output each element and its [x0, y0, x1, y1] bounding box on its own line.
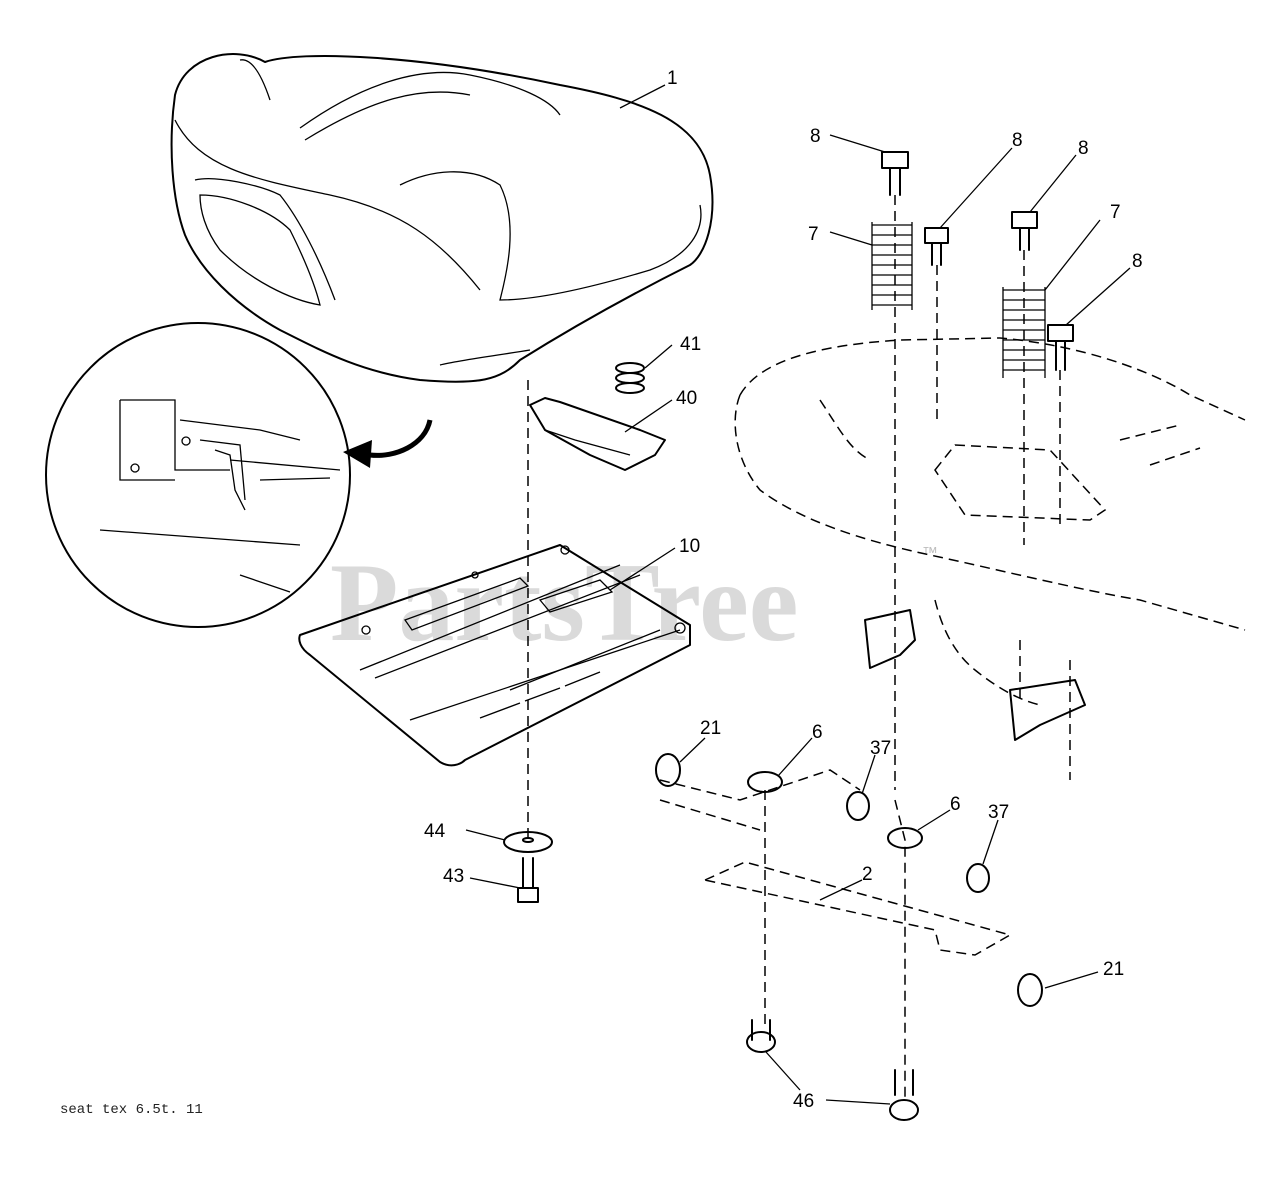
callout-7-a: 7 — [808, 224, 819, 245]
callout-21-a: 21 — [700, 718, 721, 739]
watermark-trademark: ™ — [922, 545, 938, 562]
bushing-part-37-a — [846, 791, 870, 821]
callout-2: 2 — [862, 864, 873, 885]
callout-8-b: 8 — [1012, 130, 1023, 151]
bolt-part-8-a — [881, 151, 909, 196]
bracket-part-40 — [529, 397, 666, 471]
bolt-part-46-b — [889, 1069, 919, 1121]
callout-7-b: 7 — [1110, 202, 1121, 223]
seat-frame-part-2 — [659, 769, 1012, 956]
drawing-code: seat tex 6.5t. 11 — [60, 1102, 203, 1118]
seat-pan-part-10 — [298, 544, 691, 767]
callout-41: 41 — [680, 334, 701, 355]
bolt-part-8-c — [1011, 211, 1038, 251]
watermark-text: PartsTree — [330, 541, 799, 665]
callout-8-d: 8 — [1132, 251, 1143, 272]
bolt-part-43 — [517, 857, 539, 903]
callouts: 1 8 8 8 8 7 7 41 40 10 21 6 37 6 37 2 21… — [424, 68, 1143, 1112]
callout-40: 40 — [676, 388, 697, 409]
fender-outline — [734, 337, 1246, 631]
callout-44: 44 — [424, 821, 446, 842]
callout-10: 10 — [679, 536, 700, 557]
callout-8-c: 8 — [1078, 138, 1089, 159]
callout-37-a: 37 — [870, 738, 891, 759]
mount-bracket — [864, 599, 1086, 741]
seat-part — [170, 53, 714, 383]
bushing-part-37-b — [966, 863, 990, 893]
bolt-part-46-a — [746, 1019, 776, 1053]
pivot-part-21-a — [655, 753, 681, 787]
callout-6-b: 6 — [950, 794, 961, 815]
leader-lines — [465, 84, 1131, 1105]
callout-46: 46 — [793, 1091, 814, 1112]
bolt-part-8-d — [1047, 324, 1074, 371]
callout-1: 1 — [667, 68, 678, 89]
pivot-part-21-b — [1017, 973, 1043, 1007]
bolt-part-8-b — [924, 227, 949, 266]
callout-21-b: 21 — [1103, 959, 1124, 980]
callout-37-b: 37 — [988, 802, 1009, 823]
curved-arrow-icon — [343, 419, 433, 468]
spring-part-41 — [615, 362, 645, 394]
callout-6-a: 6 — [812, 722, 823, 743]
latch-detail-inset — [45, 322, 351, 628]
assembly-lines — [527, 195, 1071, 1100]
callout-43: 43 — [443, 866, 464, 887]
bushing-part-6-a — [747, 771, 783, 793]
callout-8-a: 8 — [810, 126, 821, 147]
spring-part-7-a — [871, 222, 913, 310]
